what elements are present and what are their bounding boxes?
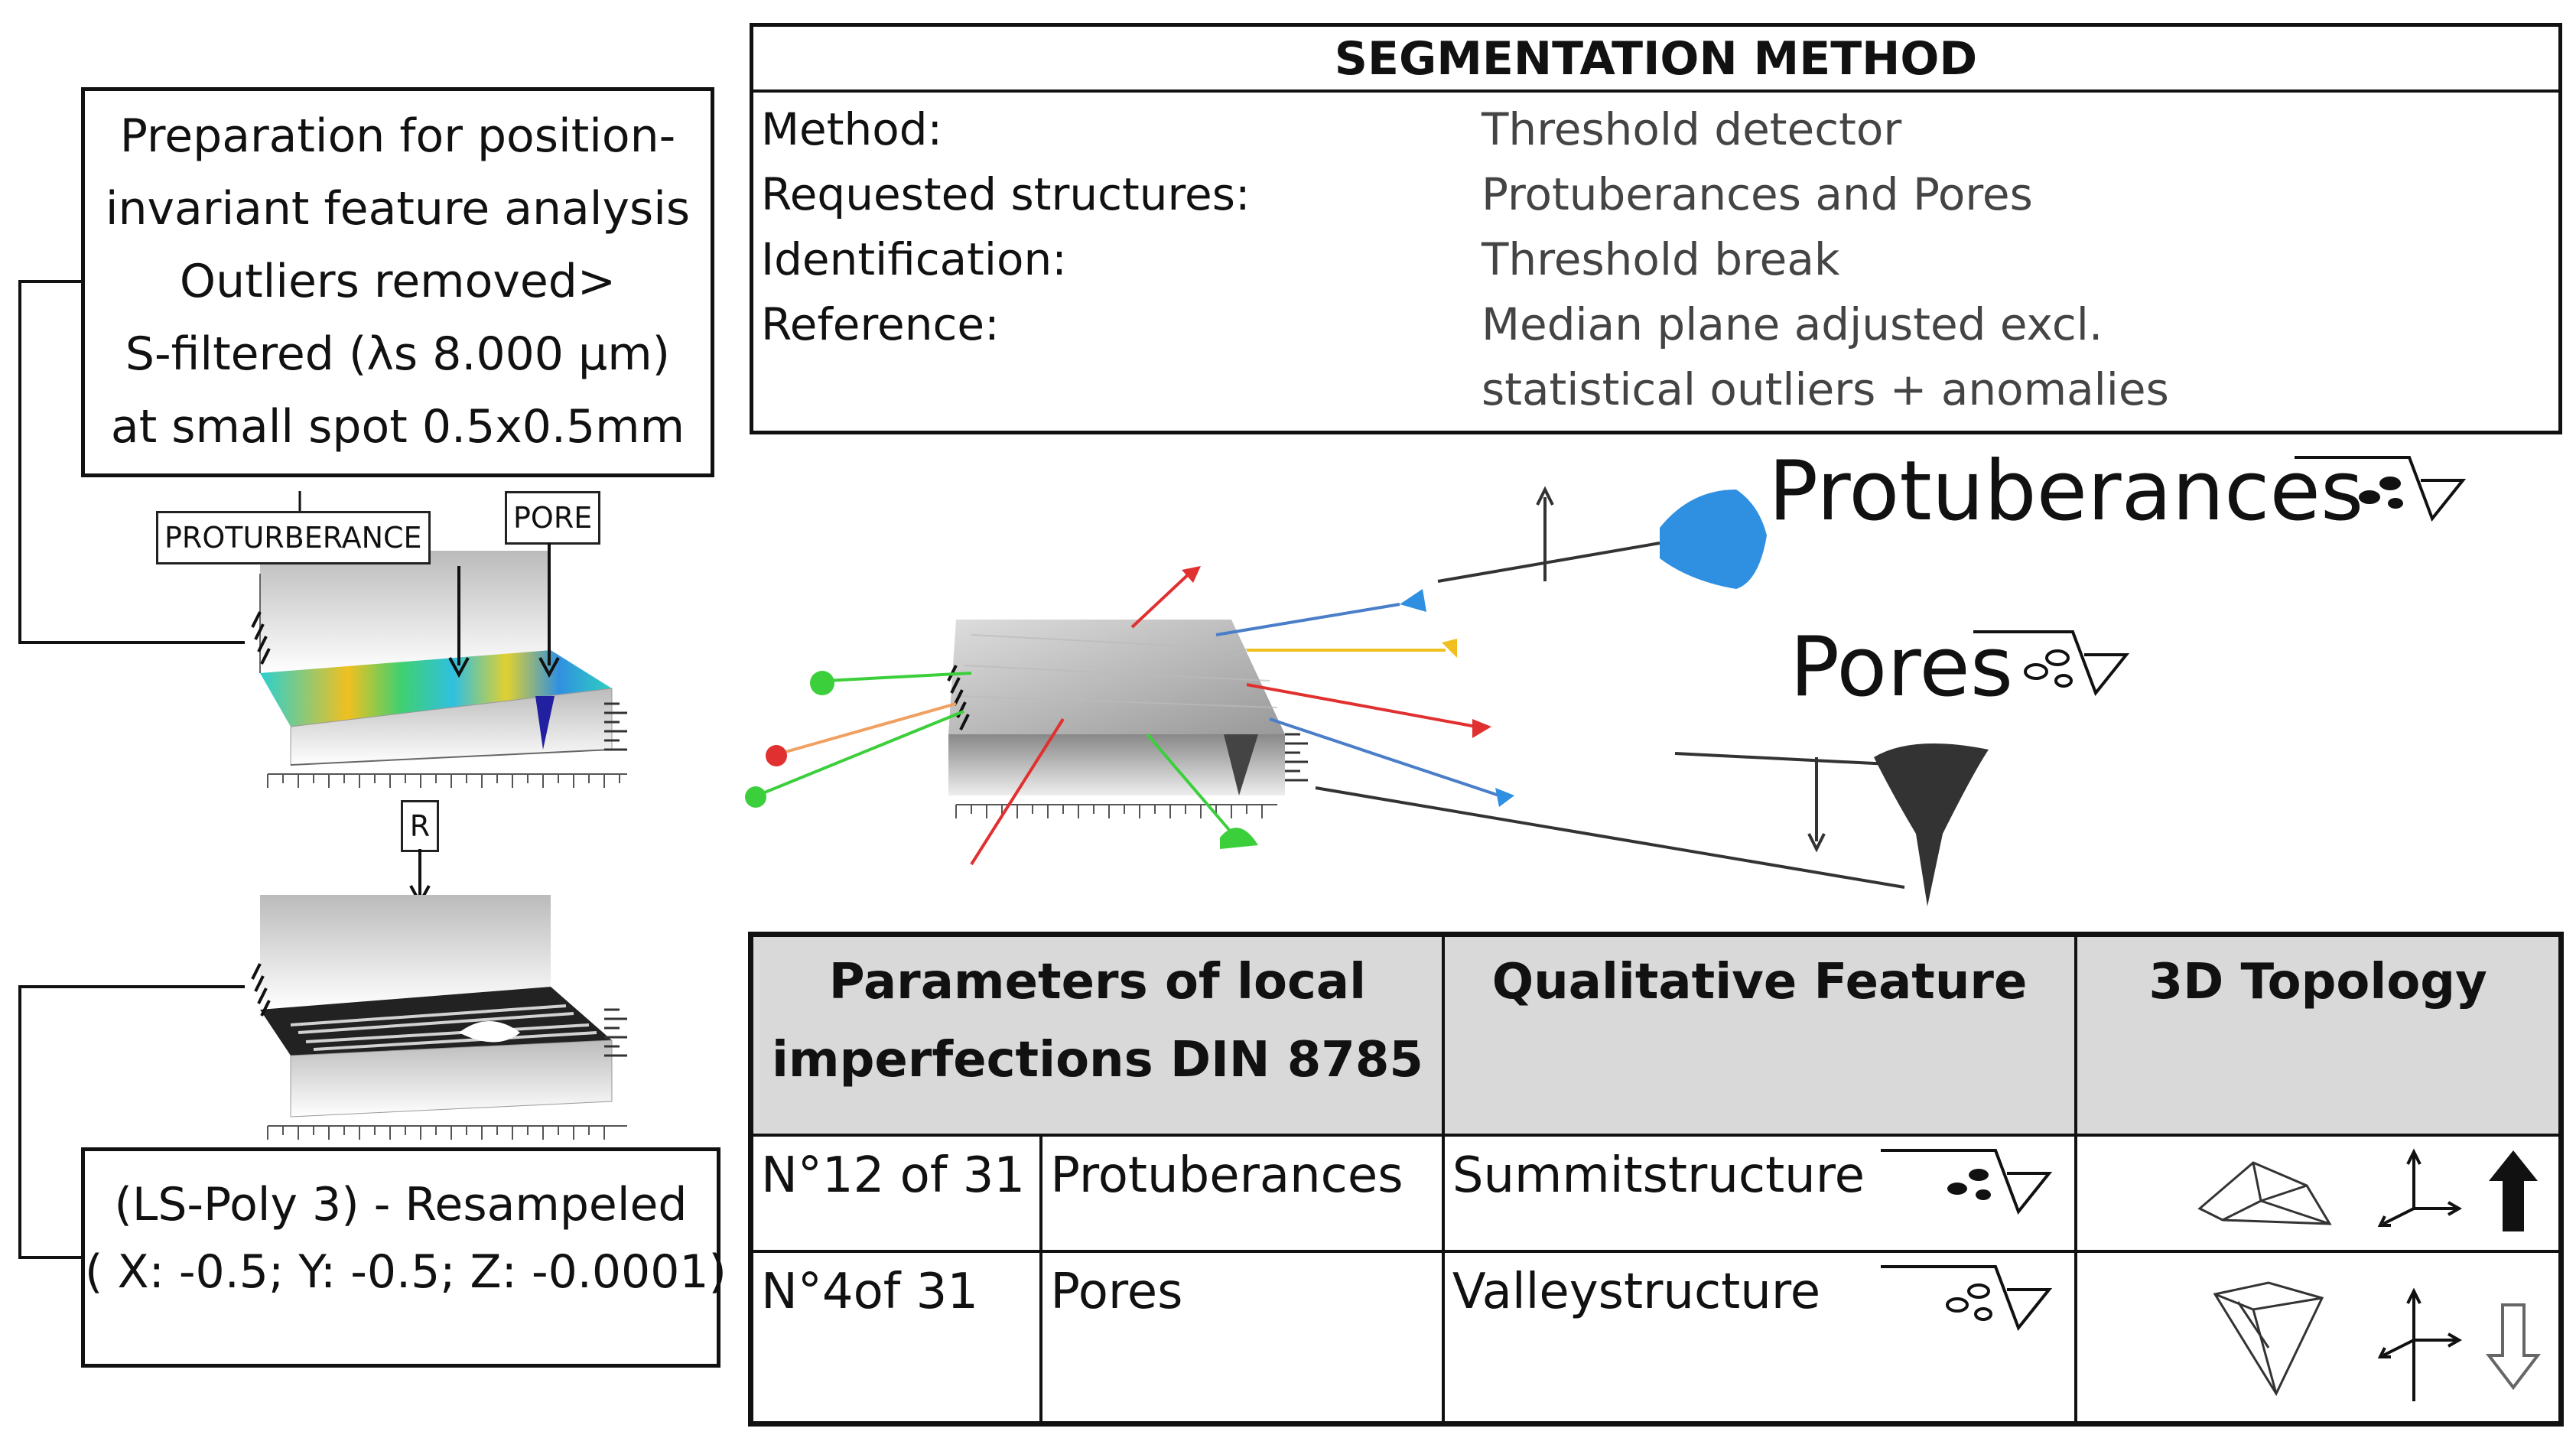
- protuberance-label: PROTURBERANCE: [156, 511, 431, 564]
- callout-blue-1: [1215, 603, 1400, 636]
- arrow-down-icon: [2486, 1303, 2542, 1390]
- prep-line-1: Preparation for position-: [119, 109, 676, 163]
- r-label: R: [401, 800, 439, 852]
- resample-line-1: (LS-Poly 3) - Resampeled: [114, 1178, 688, 1231]
- valley-symbol-icon: [1973, 630, 2130, 696]
- leader-protuberance: [1437, 542, 1660, 583]
- resample-line-2: ( X: -0.5; Y: -0.5; Z: -0.0001): [85, 1245, 727, 1299]
- x-ruler-ticks: [267, 773, 627, 788]
- prep-line-3: Outliers removed>: [179, 255, 616, 308]
- header-3d-topology: 3D Topology: [2074, 932, 2563, 1137]
- row-count: N°4of 31: [749, 1249, 1043, 1426]
- protuberance-blob: [1660, 490, 1767, 589]
- table-row: N°4of 31 Pores Valleystructure: [749, 1249, 2563, 1426]
- callout-red-3: [1246, 683, 1477, 728]
- pore-funnel: [1874, 743, 1989, 906]
- segmentation-title: SEGMENTATION METHOD: [753, 27, 2558, 93]
- seg-value: Protuberances and Pores: [1482, 168, 2033, 220]
- z-ruler-ticks: [604, 702, 627, 751]
- protuberances-feature-label: Protuberances: [1768, 444, 2364, 539]
- binary-surface-plot: [251, 895, 627, 1140]
- arrow-up-icon: [2489, 1150, 2539, 1231]
- segmentation-method-box: SEGMENTATION METHOD Method: Threshold de…: [750, 23, 2562, 434]
- row-feature-cell: Valleystructure: [1441, 1249, 2078, 1426]
- colored-surface-plot: [251, 551, 627, 788]
- callout-red-2: [1130, 568, 1195, 629]
- header-parameters-line2: imperfections DIN 8785: [771, 1032, 1423, 1088]
- callout-green-3: [1146, 733, 1241, 843]
- header-parameters-line1: Parameters of local: [828, 954, 1367, 1010]
- axes-icon: [2378, 1287, 2463, 1401]
- seg-value: Threshold detector: [1482, 103, 1902, 155]
- seg-key: Identification:: [761, 233, 1067, 285]
- valley-symbol-icon: [1880, 1264, 2052, 1331]
- header-parameters: Parameters of local imperfections DIN 87…: [749, 932, 1445, 1137]
- pores-feature-label: Pores: [1790, 620, 2014, 715]
- row-name: Pores: [1039, 1249, 1445, 1426]
- callout-blue-2: [1269, 717, 1500, 797]
- callout-orange: [779, 702, 957, 755]
- resample-box: (LS-Poly 3) - Resampeled ( X: -0.5; Y: -…: [81, 1147, 727, 1368]
- row-count: N°12 of 31: [749, 1133, 1043, 1253]
- seg-value: Threshold break: [1482, 233, 1840, 285]
- seg-key: Requested structures:: [761, 168, 1251, 220]
- row-name: Protuberances: [1039, 1133, 1445, 1253]
- row-feature: Valleystructure: [1452, 1263, 1821, 1320]
- leader-pore: [1315, 786, 1905, 889]
- callout-green-2: [756, 710, 964, 797]
- prep-line-2: invariant feature analysis: [105, 182, 691, 236]
- summit-symbol-icon: [2295, 456, 2467, 522]
- prep-line-5: at small spot 0.5x0.5mm: [110, 400, 685, 454]
- row-feature: Summitstructure: [1452, 1147, 1865, 1204]
- summit-symbol-icon: [1880, 1148, 2052, 1215]
- parameters-table: Parameters of local imperfections DIN 87…: [748, 932, 2564, 1427]
- preparation-box: Preparation for position- invariant feat…: [81, 87, 714, 477]
- seg-key: Reference:: [761, 298, 1000, 350]
- row-topology-cell: [2074, 1249, 2563, 1426]
- seg-value: Median plane adjusted excl.: [1482, 298, 2103, 350]
- row-topology-cell: [2074, 1133, 2563, 1253]
- callout-green-1: [825, 672, 972, 682]
- row-feature-cell: Summitstructure: [1441, 1133, 2078, 1253]
- header-qualitative-feature: Qualitative Feature: [1441, 932, 2078, 1137]
- prep-line-4: S-filtered (λs 8.000 µm): [125, 327, 671, 381]
- seg-key: Method:: [761, 103, 943, 155]
- table-row: N°12 of 31 Protuberances Summitstructure: [749, 1133, 2563, 1253]
- seg-value: statistical outliers + anomalies: [1482, 363, 2169, 415]
- pore-label: PORE: [505, 491, 601, 545]
- axes-icon: [2378, 1148, 2463, 1227]
- pyramid-mesh-icon: [2197, 1160, 2333, 1225]
- callout-red-1: [970, 717, 1065, 866]
- funnel-mesh-icon: [2213, 1280, 2324, 1396]
